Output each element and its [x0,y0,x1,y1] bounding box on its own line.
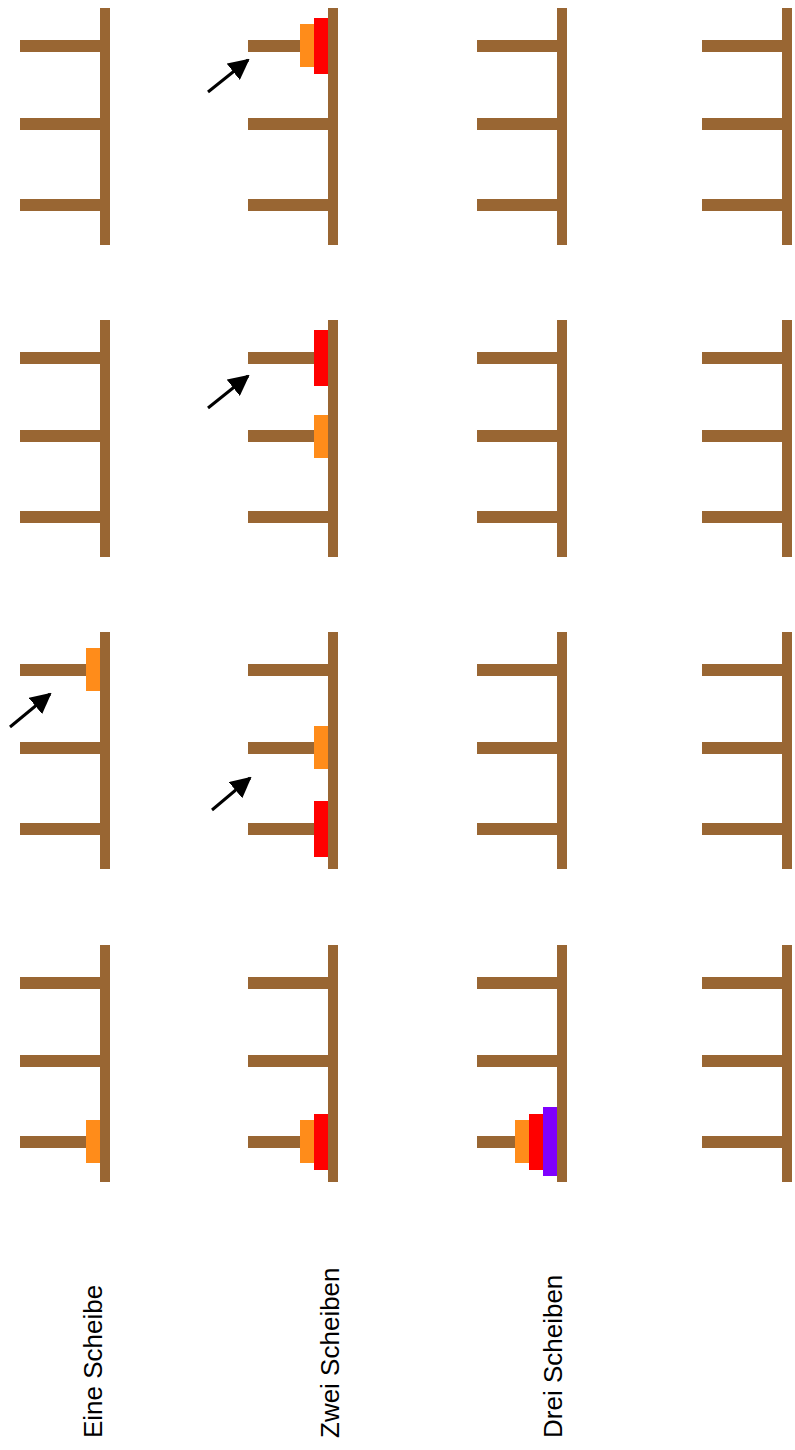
disc [314,415,328,458]
disc [86,1120,100,1163]
disc [314,18,328,74]
peg-stand [702,8,792,245]
move-arrow [212,778,250,810]
peg-stand [20,8,110,245]
peg-stand [477,320,567,557]
disc [314,801,328,857]
peg-stand [248,320,338,557]
peg-stand [248,632,338,869]
peg-stand [477,8,567,245]
peg-stand [702,632,792,869]
disc [515,1120,529,1163]
peg-stand [20,945,110,1182]
move-arrow [10,694,50,727]
row-label: Zwei Scheiben [315,1267,346,1438]
peg-stand [20,320,110,557]
peg-stand [248,945,338,1182]
disc [300,1120,314,1163]
disc [314,726,328,769]
move-arrow [208,376,248,408]
disc [86,648,100,691]
peg-stand [20,632,110,869]
disc [314,330,328,386]
row-label: Eine Scheibe [78,1285,109,1438]
peg-stand [702,945,792,1182]
peg-stand [477,945,567,1182]
peg-stand [477,632,567,869]
peg-stand [248,8,338,245]
move-arrow [208,60,248,92]
peg-stand [702,320,792,557]
disc [300,24,314,67]
disc [529,1114,543,1170]
row-label: Drei Scheiben [538,1275,569,1438]
disc [543,1107,557,1176]
disc [314,1114,328,1170]
